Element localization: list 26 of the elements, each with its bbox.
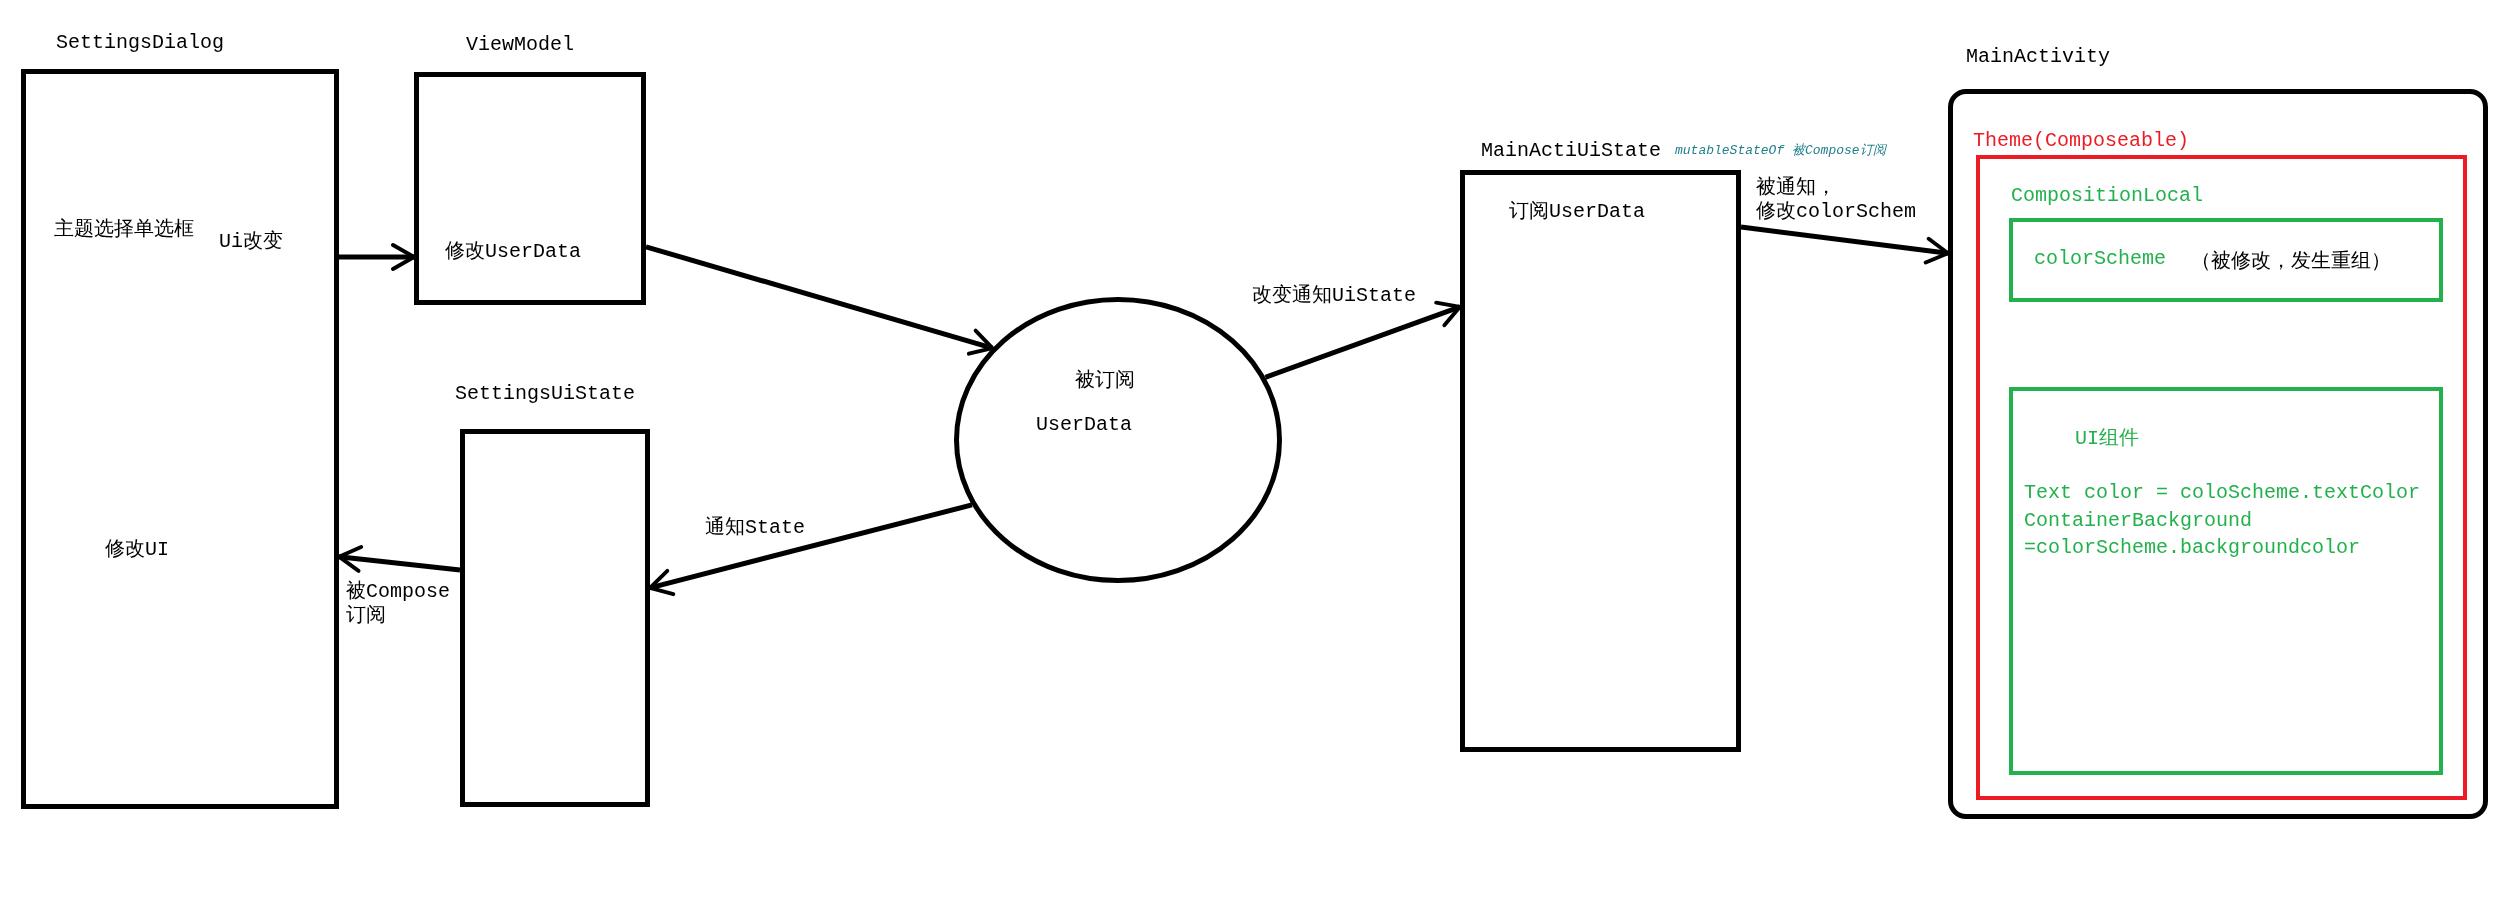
component-text: Ui改变 <box>219 230 283 254</box>
side-note: mutableStateOf 被Compose订阅 <box>1675 143 1886 159</box>
component-title: SettingsDialog <box>56 31 225 55</box>
component-text: UserData <box>1036 413 1132 437</box>
component-title: SettingsUiState <box>455 382 636 406</box>
component-title: MainActivity <box>1966 45 2111 69</box>
component-text: 修改UserData <box>445 240 581 264</box>
arrow <box>1264 300 1462 380</box>
code-line: ContainerBackground =colorScheme.backgroundcolor <box>2024 508 2362 561</box>
code-line: Text color = coloScheme.textColor <box>2024 481 2421 505</box>
frame-title: Theme(Composeable) <box>1973 129 2190 153</box>
code-text: colorScheme <box>2034 247 2167 271</box>
arrow <box>337 545 461 573</box>
arrow <box>645 244 995 356</box>
arrow <box>648 502 973 597</box>
component-title: MainActiUiState <box>1481 139 1662 163</box>
component-text: 主题选择单选框 <box>54 218 194 242</box>
frame-title: CompositionLocal <box>2011 184 2204 208</box>
component-text: 修改UI <box>105 538 169 562</box>
component-title: ViewModel <box>466 33 575 57</box>
arrow <box>339 243 416 271</box>
component-text: 被订阅 <box>1075 369 1135 393</box>
component-text: 订阅UserData <box>1509 200 1645 224</box>
component-note: （被修改，发生重组） <box>2191 250 2391 274</box>
frame-title: UI组件 <box>2075 427 2139 451</box>
arrow <box>1740 224 1950 265</box>
